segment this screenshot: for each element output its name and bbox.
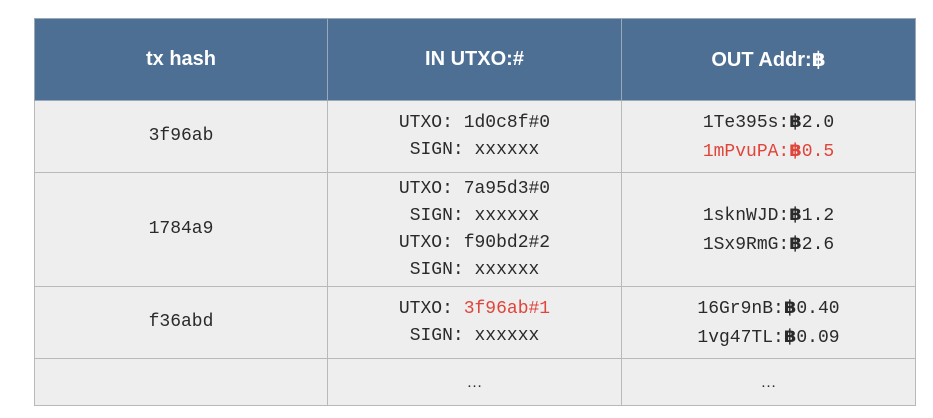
inputs-cell: UTXO: 1d0c8f#0 SIGN: xxxxxx bbox=[327, 100, 622, 173]
utxo-line: UTXO: 7a95d3#0 bbox=[328, 176, 621, 203]
table-row: 1784a9 UTXO: 7a95d3#0 SIGN: xxxxxx UTXO:… bbox=[34, 172, 916, 287]
output-address: 1Sx9RmG: bbox=[702, 234, 790, 255]
table-row: … … bbox=[34, 358, 916, 406]
tx-hash-cell bbox=[34, 358, 328, 406]
utxo-line: UTXO: 1d0c8f#0 bbox=[328, 110, 621, 137]
tx-hash-cell: 1784a9 bbox=[34, 172, 328, 287]
output-amount: 1.2 bbox=[801, 205, 835, 226]
output-amount: 2.6 bbox=[801, 234, 835, 255]
utxo-ref-highlighted: 3f96ab#1 bbox=[463, 298, 551, 319]
output-address: 1Te395s: bbox=[702, 112, 790, 133]
utxo-label: UTXO: bbox=[398, 232, 464, 253]
bitcoin-icon: ฿ bbox=[789, 110, 802, 132]
sign-line: SIGN: xxxxxx bbox=[409, 139, 540, 160]
utxo-label: UTXO: bbox=[398, 112, 464, 133]
transaction-table: tx hash IN UTXO:# OUT Addr:฿ 3f96ab UTXO… bbox=[34, 18, 916, 406]
utxo-ref: 1d0c8f#0 bbox=[463, 112, 551, 133]
output-amount: 2.0 bbox=[801, 112, 835, 133]
sign-line: SIGN: xxxxxx bbox=[409, 205, 540, 226]
outputs-cell: 1sknWJD:฿1.2 1Sx9RmG:฿2.6 bbox=[621, 172, 916, 287]
tx-hash-cell: 3f96ab bbox=[34, 100, 328, 173]
outputs-cell: 1Te395s:฿2.0 1mPvuPA:฿0.5 bbox=[621, 100, 916, 173]
output-amount: 0.09 bbox=[796, 327, 840, 348]
utxo-ref: 7a95d3#0 bbox=[463, 178, 551, 199]
header-in-utxo: IN UTXO:# bbox=[327, 18, 622, 101]
table-header-row: tx hash IN UTXO:# OUT Addr:฿ bbox=[34, 18, 916, 101]
utxo-line: UTXO: 3f96ab#1 bbox=[328, 296, 621, 323]
table-row: 3f96ab UTXO: 1d0c8f#0 SIGN: xxxxxx 1Te39… bbox=[34, 100, 916, 173]
bitcoin-icon: ฿ bbox=[789, 232, 802, 254]
output-address: 1mPvuPA: bbox=[702, 141, 790, 162]
output-line: 16Gr9nB:฿0.40 bbox=[622, 294, 915, 323]
outputs-ellipsis: … bbox=[621, 358, 916, 406]
inputs-cell: UTXO: 3f96ab#1 SIGN: xxxxxx bbox=[327, 286, 622, 359]
output-line: 1Sx9RmG:฿2.6 bbox=[622, 230, 915, 259]
inputs-cell: UTXO: 7a95d3#0 SIGN: xxxxxx UTXO: f90bd2… bbox=[327, 172, 622, 287]
header-out-addr: OUT Addr:฿ bbox=[621, 18, 916, 101]
outputs-cell: 16Gr9nB:฿0.40 1vg47TL:฿0.09 bbox=[621, 286, 916, 359]
output-amount: 0.40 bbox=[796, 298, 840, 319]
bitcoin-icon: ฿ bbox=[789, 139, 802, 161]
output-line: 1sknWJD:฿1.2 bbox=[622, 201, 915, 230]
output-line: 1vg47TL:฿0.09 bbox=[622, 323, 915, 352]
table-row: f36abd UTXO: 3f96ab#1 SIGN: xxxxxx 16Gr9… bbox=[34, 286, 916, 359]
output-address: 16Gr9nB: bbox=[697, 298, 784, 319]
tx-hash-cell: f36abd bbox=[34, 286, 328, 359]
output-address: 1sknWJD: bbox=[702, 205, 790, 226]
bitcoin-icon: ฿ bbox=[789, 203, 802, 225]
utxo-label: UTXO: bbox=[398, 178, 464, 199]
sign-line: SIGN: xxxxxx bbox=[409, 325, 540, 346]
output-amount: 0.5 bbox=[801, 141, 835, 162]
inputs-ellipsis: … bbox=[327, 358, 622, 406]
header-tx-hash: tx hash bbox=[34, 18, 328, 101]
output-line: 1Te395s:฿2.0 bbox=[622, 108, 915, 137]
utxo-ref: f90bd2#2 bbox=[463, 232, 551, 253]
transaction-table-container: tx hash IN UTXO:# OUT Addr:฿ 3f96ab UTXO… bbox=[34, 18, 916, 406]
utxo-label: UTXO: bbox=[398, 298, 464, 319]
utxo-line: UTXO: f90bd2#2 bbox=[328, 230, 621, 257]
output-address: 1vg47TL: bbox=[697, 327, 784, 348]
output-line-highlighted: 1mPvuPA:฿0.5 bbox=[622, 137, 915, 166]
bitcoin-icon: ฿ bbox=[783, 296, 797, 318]
bitcoin-icon: ฿ bbox=[783, 325, 797, 347]
sign-line: SIGN: xxxxxx bbox=[409, 259, 540, 280]
